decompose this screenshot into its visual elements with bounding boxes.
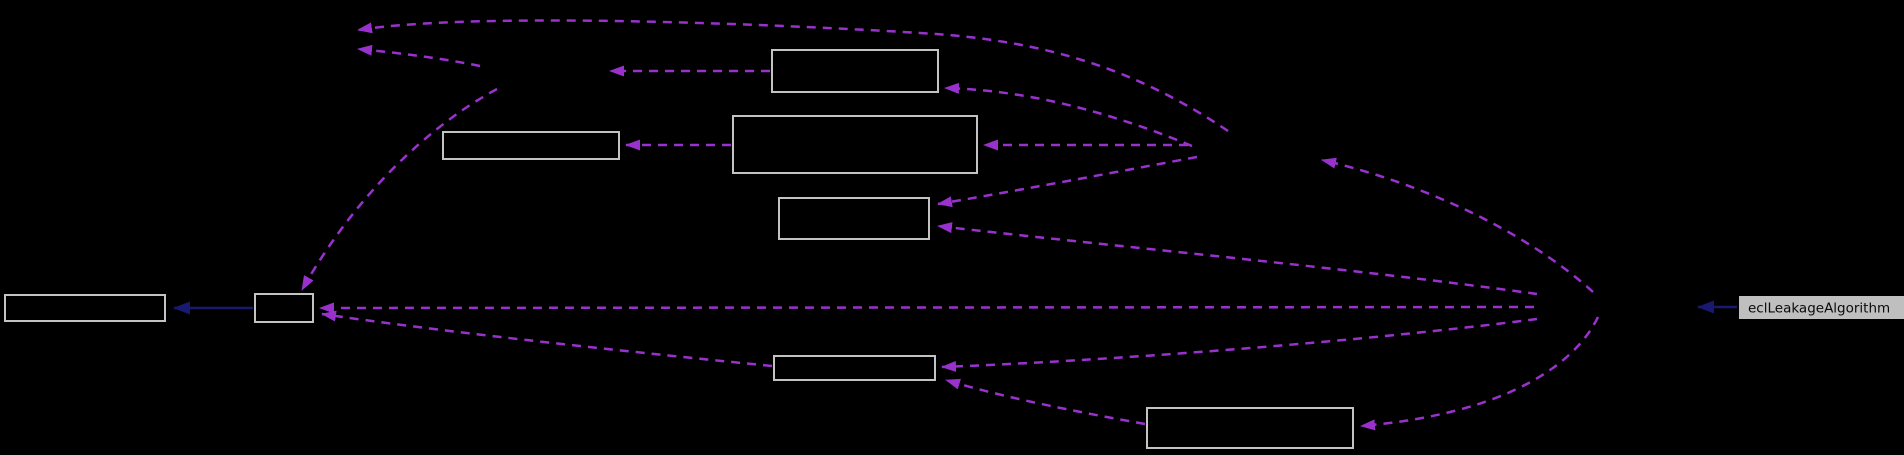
class-node-center-lower[interactable] bbox=[778, 197, 930, 240]
class-node-left-middle[interactable] bbox=[442, 131, 620, 160]
usage-edge-right-hub-to-small-left bbox=[319, 302, 1535, 314]
class-node-bottom-right[interactable] bbox=[1146, 407, 1354, 449]
current-class-node-box[interactable] bbox=[1739, 296, 1904, 319]
usage-edge-upper-hub-to-top-left-hub bbox=[357, 44, 481, 68]
current-class-node[interactable]: eclLeakageAlgorithm bbox=[1739, 296, 1904, 319]
usage-edge-right-hub-to-bottom-center bbox=[941, 317, 1538, 372]
current-class-node-label: eclLeakageAlgorithm bbox=[1748, 301, 1890, 317]
class-node-far-left[interactable] bbox=[4, 294, 166, 322]
usage-edge-right-hub-to-middle-hub bbox=[1321, 157, 1594, 293]
class-node-center-large[interactable] bbox=[732, 115, 978, 174]
usage-edge-middle-hub-to-top-box bbox=[944, 82, 1193, 148]
class-node-top[interactable] bbox=[771, 49, 939, 93]
usage-edge-upper-hub-to-small-left bbox=[300, 87, 498, 291]
node-layer bbox=[4, 49, 1354, 449]
usage-edge-right-hub-to-bottom-right bbox=[1360, 316, 1600, 431]
usage-edge-middle-hub-to-top-left-hub bbox=[357, 19, 1229, 133]
edge-layer bbox=[173, 19, 1737, 431]
usage-edge-bottom-center-to-small-left bbox=[321, 310, 773, 368]
class-node-bottom-center[interactable] bbox=[773, 355, 936, 381]
usage-edge-bottom-right-to-bottom-center bbox=[945, 378, 1146, 426]
usage-edge-middle-hub-to-center-lower bbox=[937, 155, 1198, 208]
usage-edge-right-hub-to-center-lower bbox=[937, 222, 1538, 296]
class-node-small-left[interactable] bbox=[254, 293, 314, 323]
